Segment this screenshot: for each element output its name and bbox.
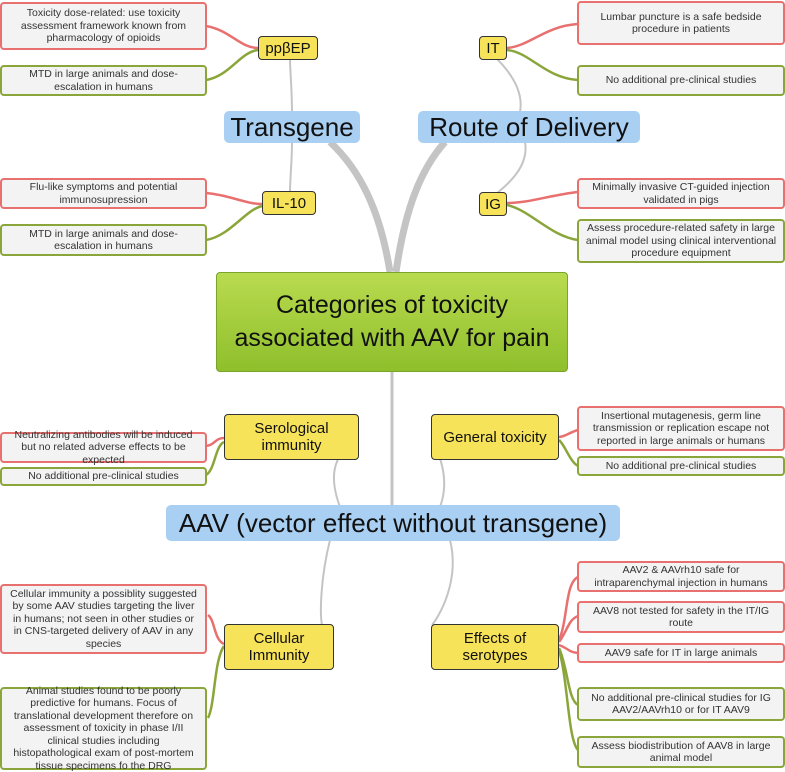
serotype-risk-note-1: AAV2 & AAVrh10 safe for intraparenchymal… <box>577 561 785 592</box>
serotype-mitigation-note-1: No additional pre-clinical studies for I… <box>577 687 785 721</box>
serotype-risk-note-3: AAV9 safe for IT in large animals <box>577 643 785 663</box>
serological-immunity-node: Serological immunity <box>224 414 359 460</box>
it-node: IT <box>479 36 507 60</box>
link-center-transgene <box>327 139 394 273</box>
ig-mitigation-note: Assess procedure-related safety in large… <box>577 219 785 263</box>
general-toxicity-mitigation-note: No additional pre-clinical studies <box>577 456 785 476</box>
serotype-mitigation-note-2: Assess biodistribution of AAV8 in large … <box>577 736 785 768</box>
link-transgene-il10 <box>289 141 293 193</box>
link-route-it <box>494 56 522 113</box>
link-route-ig <box>494 141 527 196</box>
central-topic-line1: Categories of toxicity <box>275 291 509 319</box>
link-center-route <box>392 139 448 273</box>
effects-of-serotypes-node: Effects of serotypes <box>431 624 559 670</box>
central-topic-node: Categories of toxicity associated with A… <box>216 272 568 372</box>
serological-mitigation-note: No additional pre-clinical studies <box>0 467 207 486</box>
aav-node: AAV (vector effect without transgene) <box>166 505 620 541</box>
ppbep-node: ppβEP <box>258 36 318 60</box>
il10-node: IL-10 <box>262 191 316 215</box>
link-aav-serotypes <box>431 539 454 626</box>
cellular-immunity-risk-note: Cellular immunity a possiblity suggested… <box>0 584 207 654</box>
general-toxicity-risk-note: Insertional mutagenesis, germ line trans… <box>577 406 785 451</box>
serological-risk-note: Neutralizing antibodies will be induced … <box>0 429 207 466</box>
general-toxicity-node: General toxicity <box>431 414 559 460</box>
il10-mitigation-note: MTD in large animals and dose-escalation… <box>0 224 207 256</box>
route-of-delivery-node: Route of Delivery <box>418 111 640 143</box>
it-mitigation-note: No additional pre-clinical studies <box>577 65 785 96</box>
ig-node: IG <box>479 192 507 216</box>
link-transgene-ppbep <box>289 57 293 113</box>
link-aav-cellular <box>319 539 331 626</box>
serotype-risk-note-2: AAV8 not tested for safety in the IT/IG … <box>577 601 785 633</box>
ppbep-mitigation-note: MTD in large animals and dose-escalation… <box>0 65 207 96</box>
central-topic-line2: associated with AAV for pain <box>234 324 550 352</box>
il10-risk-note: Flu-like symptoms and potential immunosu… <box>0 178 207 209</box>
transgene-node: Transgene <box>224 111 360 143</box>
ig-risk-note: Minimally invasive CT-guided injection v… <box>577 178 785 209</box>
cellular-immunity-node: Cellular Immunity <box>224 624 334 670</box>
ppbep-risk-note: Toxicity dose-related: use toxicity asse… <box>0 2 207 50</box>
cellular-immunity-mitigation-note: Animal studies found to be poorly predic… <box>0 685 207 772</box>
it-risk-note: Lumbar puncture is a safe bedside proced… <box>577 1 785 45</box>
